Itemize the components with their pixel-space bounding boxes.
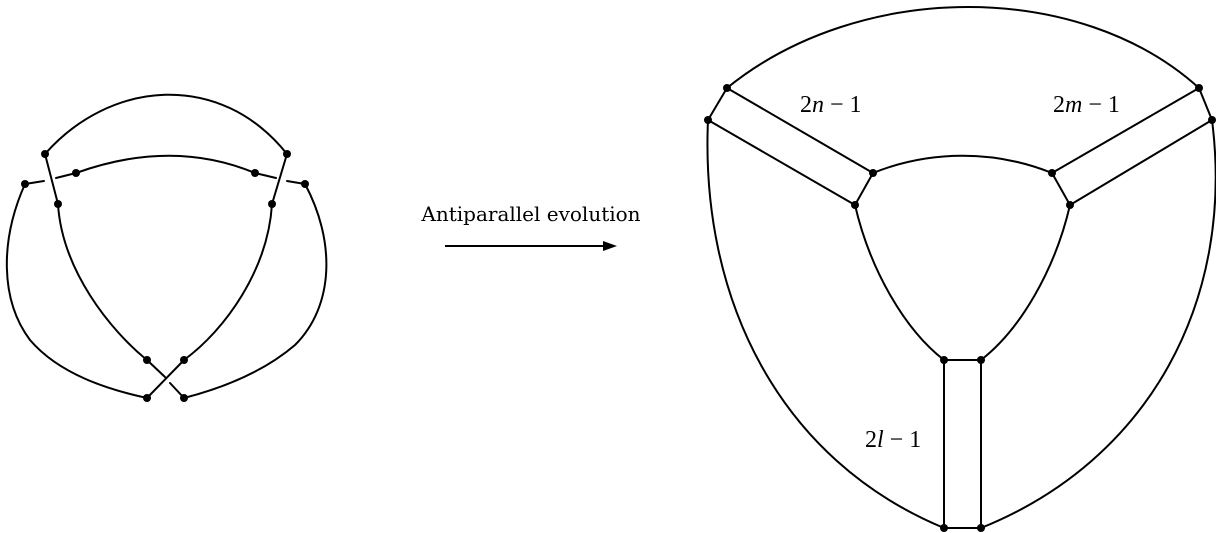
right-band-label: 2m − 1 — [1053, 92, 1120, 118]
surface-vertex — [1066, 201, 1074, 209]
right-band-label-coef: 2 — [1053, 92, 1065, 118]
outer-right-arc — [980, 119, 1216, 529]
surface-vertex — [977, 356, 985, 364]
knot-crossing-strand-b — [146, 359, 166, 378]
inner-right-arc — [980, 204, 1071, 361]
outer-left-arc — [706, 119, 945, 529]
knot-left-outer-strand — [5, 183, 148, 399]
left-band-label-coef: 2 — [800, 92, 812, 118]
knot-vertex — [41, 150, 49, 158]
knot-right-inner-strand — [183, 203, 273, 361]
surface-vertex — [940, 356, 948, 364]
knot-left-inner-strand — [57, 203, 148, 361]
inner-left-arc — [854, 204, 945, 361]
right-band-edge-inner — [1069, 119, 1213, 206]
left-band-label-var: n — [812, 92, 824, 118]
left-band-label-rest: − 1 — [824, 92, 862, 118]
knot-vertex — [143, 356, 151, 364]
knot-diagram — [5, 93, 328, 402]
surface-vertex — [723, 84, 731, 92]
evolution-arrow: Antiparallel evolution — [420, 202, 641, 251]
right-band-end-outer — [1198, 87, 1213, 121]
bottom-band-label-var: l — [877, 427, 884, 453]
knot-vertex — [72, 169, 80, 177]
bottom-band-label-rest: − 1 — [884, 427, 922, 453]
surface-vertex — [1208, 116, 1216, 124]
arrow-head — [603, 241, 617, 251]
right-band-end-inner — [1051, 172, 1071, 206]
arrow-label: Antiparallel evolution — [420, 202, 640, 226]
knot-vertex — [251, 169, 259, 177]
knot-vertex — [180, 394, 188, 402]
surface-vertex — [1048, 169, 1056, 177]
left-band-end-outer — [707, 87, 728, 121]
knot-vertex — [283, 150, 291, 158]
knot-vertex — [301, 180, 309, 188]
knot-vertex — [54, 200, 62, 208]
knot-right-connector — [271, 153, 288, 205]
knot-right-outer-strand — [183, 183, 328, 399]
knot-vertex — [180, 356, 188, 364]
knot-vertex — [268, 200, 276, 208]
left-band-end-inner — [854, 172, 874, 206]
inner-top-arc — [872, 154, 1053, 174]
surface-vertex — [977, 524, 985, 532]
knot-middle-arc — [75, 154, 256, 174]
right-band-label-rest: − 1 — [1082, 92, 1120, 118]
knot-vertex — [143, 394, 151, 402]
bottom-band-label: 2l − 1 — [865, 427, 921, 453]
knot-top-arc — [44, 93, 288, 155]
left-band-edge-inner — [707, 119, 856, 206]
surface-vertex — [704, 116, 712, 124]
knot-vertex — [21, 180, 29, 188]
outer-top-arc — [726, 6, 1200, 89]
evolved-surface: 2n − 1 2m − 1 2l − 1 — [704, 6, 1216, 532]
surface-vertex — [1195, 84, 1203, 92]
knot-left-connector — [44, 153, 59, 205]
left-band-edge-outer — [726, 87, 874, 174]
surface-vertex — [940, 524, 948, 532]
knot-crossing-strand-a — [146, 359, 185, 399]
bottom-band-label-coef: 2 — [865, 427, 877, 453]
surface-vertex — [851, 201, 859, 209]
surface-vertex — [869, 169, 877, 177]
right-band-edge-outer — [1051, 87, 1200, 174]
right-band-label-var: m — [1065, 92, 1082, 118]
left-band-label: 2n − 1 — [800, 92, 862, 118]
